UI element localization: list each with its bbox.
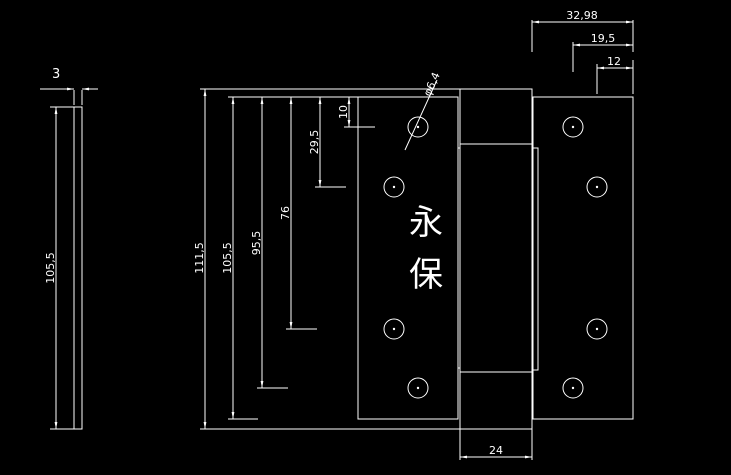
hole-diameter-leader bbox=[404, 79, 438, 151]
side-height-label: 105,5 bbox=[44, 252, 57, 284]
dim-12-label: 12 bbox=[607, 55, 621, 68]
side-profile-plate bbox=[73, 106, 83, 430]
hole-left-4 bbox=[407, 377, 429, 399]
dim-32-label: 32,98 bbox=[566, 9, 598, 22]
hole-right-3 bbox=[586, 318, 608, 340]
right-leaf bbox=[532, 96, 634, 420]
hole-left-3 bbox=[383, 318, 405, 340]
brand-char-2: 保 bbox=[409, 255, 443, 295]
hole-diameter-label: φ6,4 bbox=[421, 70, 443, 98]
dim-19-label: 19,5 bbox=[591, 32, 616, 45]
dim-95-label: 95,5 bbox=[250, 231, 263, 256]
spring-plate-profile bbox=[457, 97, 539, 419]
hole-right-2 bbox=[586, 176, 608, 198]
bottom-dimension-set bbox=[459, 429, 533, 460]
side-view bbox=[40, 87, 98, 430]
hole-right-4 bbox=[562, 377, 584, 399]
total-height-label: 111,5 bbox=[193, 242, 206, 274]
hole-centers bbox=[392, 125, 599, 390]
hinge-front-view bbox=[357, 79, 634, 430]
left-dimension-set bbox=[200, 88, 460, 430]
top-dimension-set bbox=[531, 20, 634, 94]
thickness-label: 3 bbox=[52, 67, 60, 82]
hole-left-2 bbox=[383, 176, 405, 198]
dim-76-label: 76 bbox=[279, 206, 292, 220]
knuckle-outline bbox=[459, 88, 533, 430]
dim-29-label: 29,5 bbox=[308, 130, 321, 155]
knuckle-width-label: 24 bbox=[489, 444, 503, 457]
hole-left-1 bbox=[407, 116, 429, 138]
left-leaf bbox=[357, 96, 459, 420]
dim-10-label: 10 bbox=[337, 105, 350, 119]
hole-right-1 bbox=[562, 116, 584, 138]
brand-char-1: 永 bbox=[409, 203, 443, 243]
leaf-height-label: 105,5 bbox=[221, 242, 234, 274]
